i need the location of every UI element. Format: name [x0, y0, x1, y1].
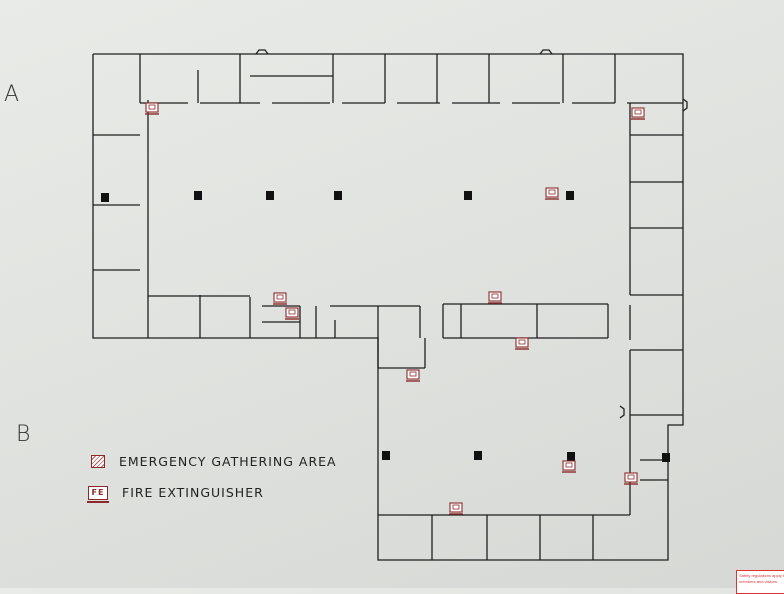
fire-extinguisher-icon: [515, 337, 529, 350]
structural-column-4: [464, 191, 472, 200]
outer-wall: [92, 53, 684, 561]
fire-extinguisher-icon: [545, 187, 559, 200]
structural-column-9: [662, 453, 670, 462]
fire-extinguisher-icon: [273, 292, 287, 305]
row-label-b: B: [16, 422, 31, 447]
fire-extinguisher-icon: [285, 307, 299, 320]
structural-column-0: [101, 193, 109, 202]
fire-extinguisher-icon: [624, 472, 638, 485]
door-notch-1: [539, 49, 553, 55]
legend-gathering-label: EMERGENCY GATHERING AREA: [119, 454, 337, 469]
door-notch-3: [619, 405, 625, 419]
fire-extinguisher-icon: [631, 107, 645, 120]
fire-extinguisher-icon: [449, 502, 463, 515]
gathering-area-icon: [91, 455, 105, 468]
legend-extinguisher-label: FIRE EXTINGUISHER: [122, 485, 264, 500]
structural-column-5: [566, 191, 574, 200]
door-notch-0: [255, 49, 269, 55]
structural-column-1: [194, 191, 202, 200]
fire-extinguisher-icon: FE: [87, 485, 109, 503]
structural-column-2: [266, 191, 274, 200]
structural-column-6: [382, 451, 390, 460]
legend-gathering: EMERGENCY GATHERING AREA: [91, 454, 337, 469]
fire-extinguisher-icon: [145, 102, 159, 115]
door-notch-2: [682, 98, 688, 112]
structural-column-7: [474, 451, 482, 460]
row-label-a: A: [4, 82, 20, 107]
structural-column-8: [567, 452, 575, 461]
legend-extinguisher: FE FIRE EXTINGUISHER: [87, 485, 264, 503]
structural-column-3: [334, 191, 342, 200]
fire-extinguisher-icon: [488, 291, 502, 304]
fire-extinguisher-icon: [406, 369, 420, 382]
fire-extinguisher-icon: [562, 460, 576, 473]
corner-note: Safety regulations apply to all members …: [736, 570, 784, 594]
